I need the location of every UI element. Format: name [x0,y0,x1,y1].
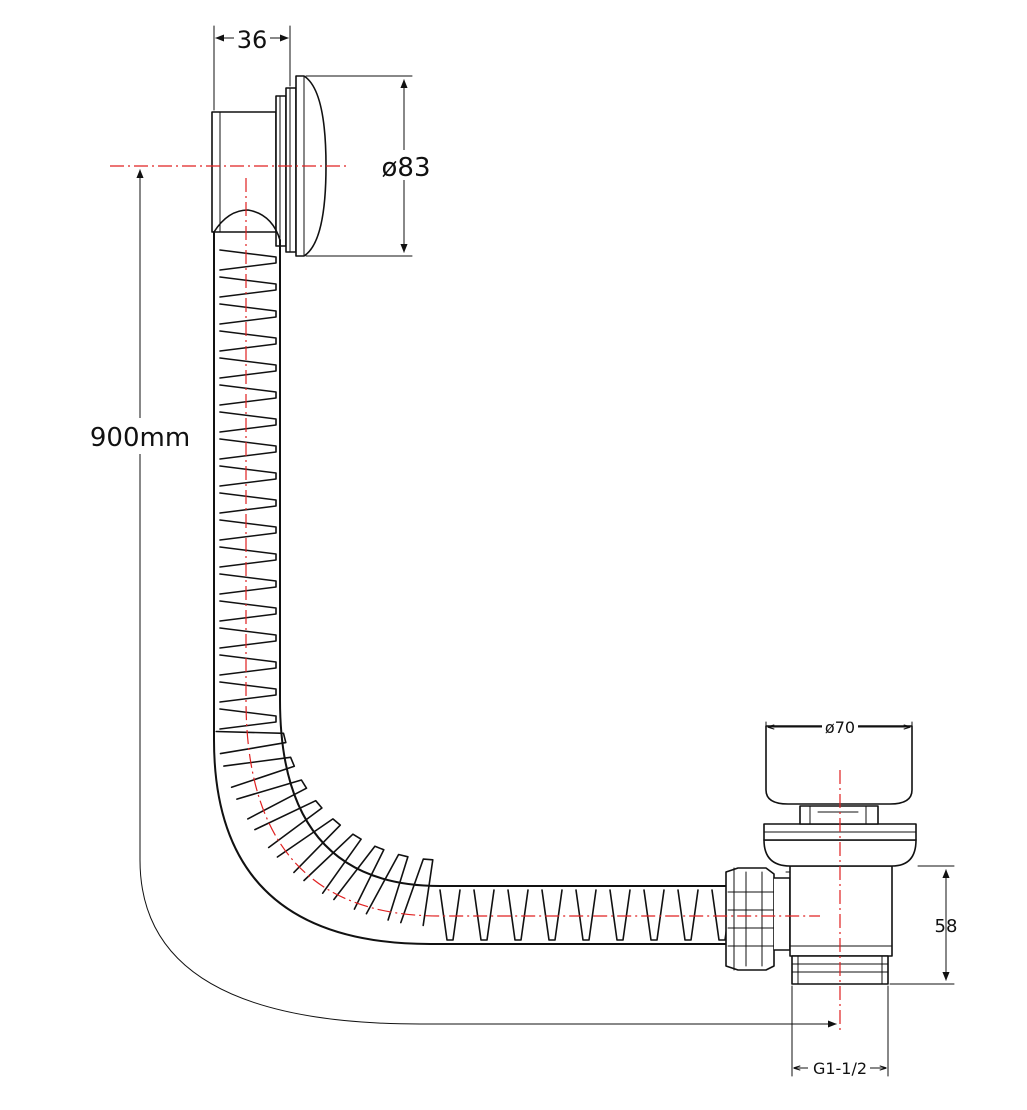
hose-corrugation [219,384,277,406]
hose-corrugation [215,730,287,755]
hose-corrugation [219,303,277,325]
hose-corrugation [541,889,563,941]
dim-hose-length: 900mm [90,169,837,1028]
hose-corrugation [365,853,409,921]
hose-corrugation [575,889,597,941]
hose-corrugation [643,889,665,941]
hose-corrugation [677,889,699,941]
hose-corrugation [276,818,342,874]
hose-corrugation [219,330,277,352]
hose-corrugation [219,708,277,730]
hose-corrugation [219,573,277,595]
hose-corrugation [219,600,277,622]
hose-corrugation [219,627,277,649]
dim-thread-label: G1-1/2 [813,1059,867,1078]
dim-hose-length-label: 900mm [90,423,190,453]
hose-corrugation [219,276,277,298]
hose-corrugation [219,492,277,514]
hose-corrugation [219,681,277,703]
hose-corrugation [219,438,277,460]
hose-corrugation [254,799,323,849]
hose-corrugation [439,889,461,941]
hose-corrugation [223,756,296,789]
hose-corrugation [219,411,277,433]
dim-overflow-depth-label: 36 [237,26,268,54]
hose-corrugation [219,546,277,568]
hose-corrugation [219,519,277,541]
dim-waste-diameter: ø70 [765,716,913,737]
waste-assembly [725,725,917,985]
dim-waste-diameter-label: ø70 [825,718,855,737]
dim-overflow-diameter-label: ø83 [382,153,431,183]
hose-corrugation [219,357,277,379]
hose-corrugation [507,889,529,941]
hose-corrugation [219,654,277,676]
hose-corrugation [219,465,277,487]
dim-waste-height: 58 [889,865,958,985]
dim-overflow-depth: 36 [213,24,291,111]
flexible-hose [213,209,733,945]
hose-corrugation [609,889,631,941]
dim-waste-height-label: 58 [935,916,958,937]
hose-corrugation [303,833,362,894]
hose-corrugation [473,889,495,941]
hose-corrugation [219,249,277,271]
dim-thread: G1-1/2 [791,985,889,1078]
